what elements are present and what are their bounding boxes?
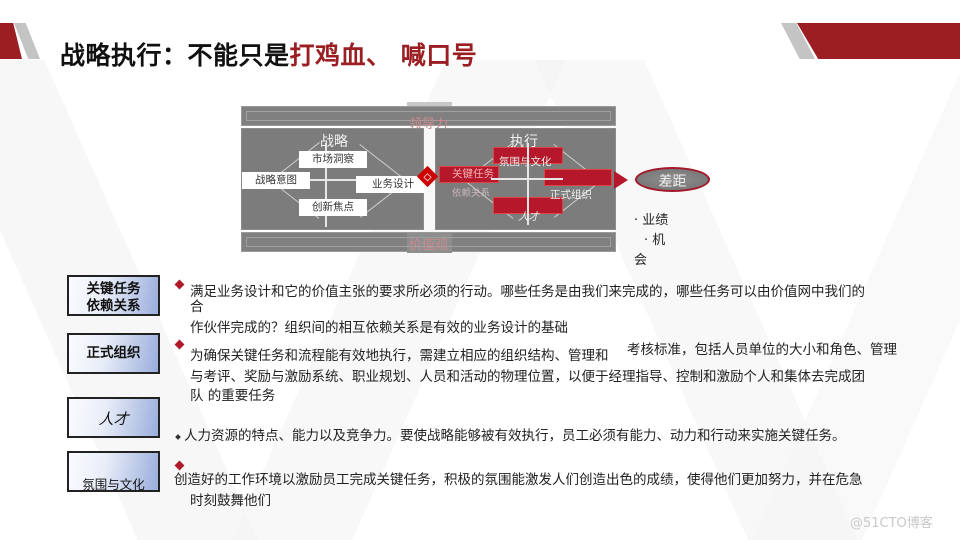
gap-notes: · 业绩 · 机 会 <box>634 211 668 271</box>
bullet-diamond-icon <box>174 339 185 350</box>
bar-frame <box>246 111 611 121</box>
slide-title: 战略执行：不能只是打鸡血、 喊口号 <box>60 36 477 72</box>
watermark: @51CTO博客 <box>850 516 933 531</box>
label-line: 人才 <box>98 410 129 428</box>
strategy-panel: 战略 市场洞察 战略意图 业务设计 创新焦点 <box>241 128 424 230</box>
desc-formal-org-line3: 队 的重要任务 <box>190 388 276 404</box>
values-bar: 价值观 <box>241 232 616 253</box>
title-part-red: 打鸡血、 喊口号 <box>289 41 478 70</box>
label-key-tasks: 关键任务 依赖关系 <box>67 275 160 316</box>
node-formal-org: 正式组织 <box>550 189 592 201</box>
axis-line <box>308 179 368 181</box>
desc-key-tasks-line3: 作伙伴完成的？组织间的相互依赖关系是有效的业务设计的基础 <box>190 320 568 336</box>
node-strategic-intent: 战略意图 <box>242 172 310 189</box>
desc-formal-org-line1b: 考核标准，包括人员单位的大小和角色、管理 <box>627 342 897 358</box>
node-box-formal-org <box>544 169 612 186</box>
node-dependencies: 依赖关系 <box>452 188 491 199</box>
desc-talent-line1: 人力资源的特点、能力以及竞争力。要使战略能够被有效执行，员工必须有能力、动力和行… <box>184 428 846 444</box>
desc-formal-org-line1: 为确保关键任务和流程能有效地执行，需建立相应的组织结构、管理和 <box>190 348 609 364</box>
gap-oval: 差距 <box>635 167 710 192</box>
desc-key-tasks-line2: 合 <box>190 299 204 315</box>
node-market-insight: 市场洞察 <box>299 151 367 168</box>
gap-label: 差距 <box>658 174 687 190</box>
node-innovation-focus: 创新焦点 <box>299 199 367 216</box>
axis-line <box>325 143 327 227</box>
execution-panel: 执行 氛围与文化 关键任务 依赖关系 正式组织 人才 <box>435 128 616 230</box>
arrow-right-icon <box>614 171 628 189</box>
axis-line <box>527 143 529 225</box>
title-part-black: 战略执行：不能只是 <box>60 41 290 70</box>
leadership-bar: 领导力 <box>241 102 616 132</box>
header-accent-red-right <box>797 23 960 59</box>
bullet-diamond-icon <box>174 279 185 290</box>
label-culture: 氛围与文化 <box>67 451 160 492</box>
axis-line <box>491 178 563 180</box>
node-talent: 人才 <box>518 211 539 223</box>
label-formal-org: 正式组织 <box>67 333 160 374</box>
label-line: 正式组织 <box>86 345 141 361</box>
node-business-design: 业务设计 <box>356 176 424 193</box>
strategy-execution-diagram: 领导力 战略 市场洞察 战略意图 业务设计 创新焦点 执行 氛围与文化 关键任务… <box>241 101 616 253</box>
desc-culture-line2: 时刻鼓舞他们 <box>190 493 271 509</box>
bar-tab <box>407 102 452 106</box>
execution-title: 执行 <box>510 134 538 150</box>
label-line: 关键任务 <box>86 281 141 297</box>
node-box-key-tasks <box>439 166 499 183</box>
gap-note-opportunity-cont: 会 <box>634 253 648 268</box>
gap-note-performance: · 业绩 <box>634 213 669 228</box>
node-culture: 氛围与文化 <box>499 156 552 168</box>
label-talent: 人才 <box>67 397 160 438</box>
gap-note-opportunity: · 机 <box>644 233 666 248</box>
node-key-tasks: 关键任务 <box>452 168 494 180</box>
label-line: 氛围与文化 <box>82 477 145 492</box>
values-label: 价值观 <box>408 238 449 253</box>
desc-culture-line1: 创造好的工作环境以激励员工完成关键任务，积极的氛围能激发人们创造出色的成绩，使得… <box>174 472 863 488</box>
strategy-title: 战略 <box>320 134 348 150</box>
label-line: 依赖关系 <box>86 298 141 314</box>
bar-frame <box>246 237 611 247</box>
desc-formal-org-line2: 与考评、奖励与激励系统、职业规划、人员和活动的物理位置，以便于经理指导、控制和激… <box>190 369 865 385</box>
bar-tab <box>407 233 452 253</box>
desc-key-tasks-line1: 满足业务设计和它的价值主张的要求所必须的行动。哪些任务是由我们来完成的，哪些任务… <box>190 284 865 300</box>
